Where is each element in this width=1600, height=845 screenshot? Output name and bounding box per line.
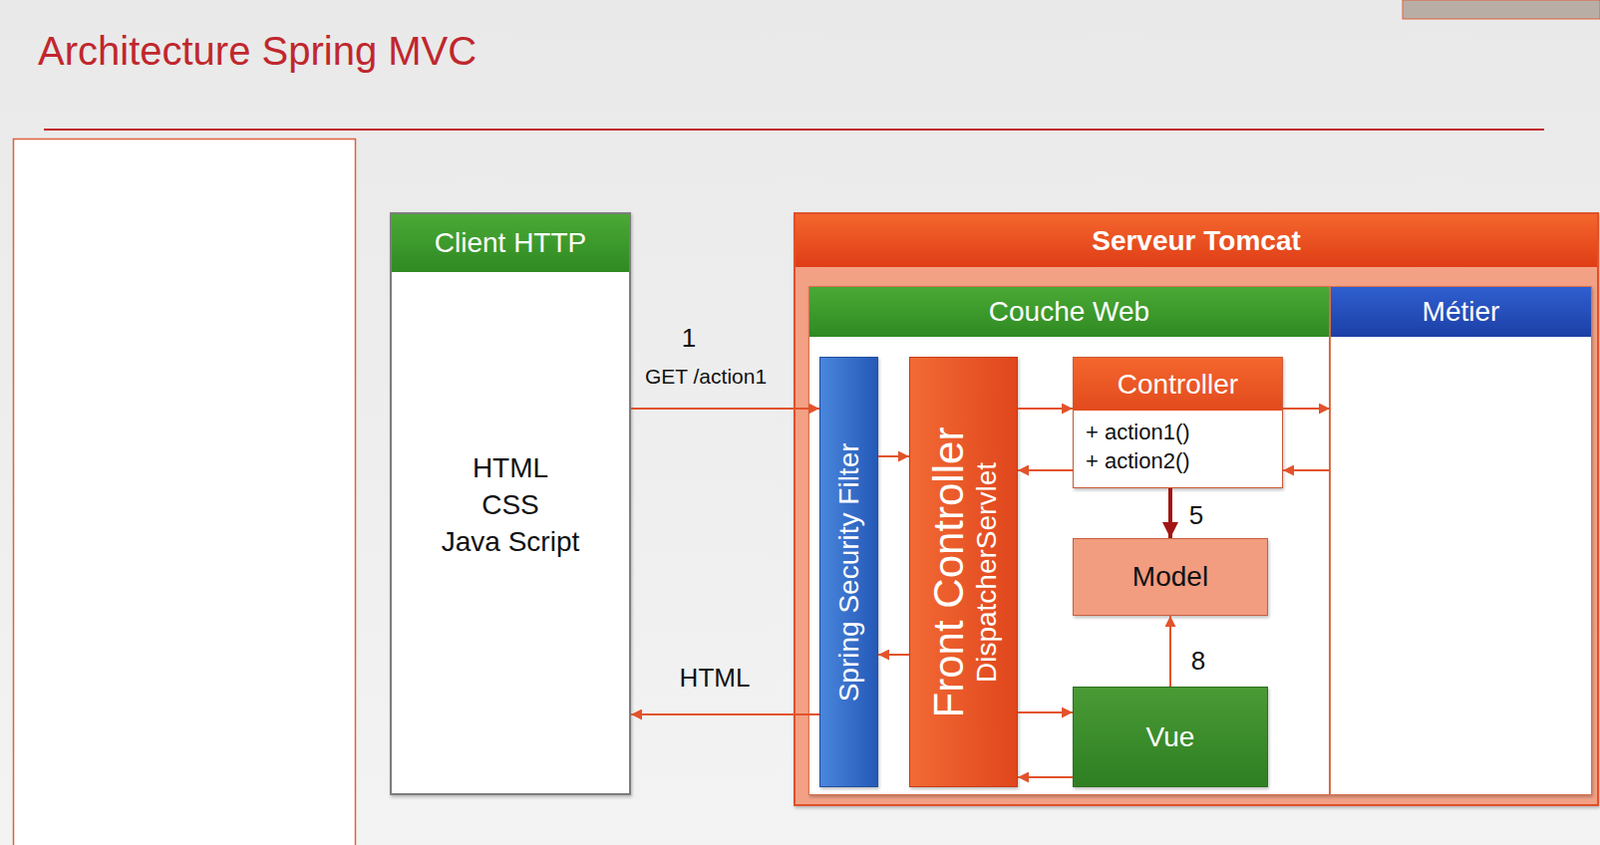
- controller-box: Controller+ action1()+ action2(): [1072, 356, 1283, 489]
- title-rule: [43, 128, 1545, 131]
- flow-arrow: [878, 653, 910, 656]
- empty-panel: [13, 139, 356, 845]
- flow-arrow: [1017, 407, 1073, 410]
- flow-arrow: [1169, 616, 1172, 687]
- front-controller-bar: Front ControllerDispatcherServlet: [909, 356, 1018, 788]
- vertical-sublabel: DispatcherServlet: [970, 362, 1002, 782]
- flow-arrow: [1017, 469, 1073, 472]
- flow-arrow: [1017, 776, 1073, 779]
- tech-item: HTML: [472, 449, 549, 487]
- method-list: + action1()+ action2(): [1073, 410, 1282, 484]
- body-area: HTMLCSSJava Script: [391, 272, 630, 794]
- edge-label: 5: [1189, 500, 1204, 532]
- callout-number: 1: [681, 322, 696, 354]
- header-bar: Serveur Tomcat: [795, 214, 1598, 268]
- header-bar: Métier: [1330, 287, 1592, 337]
- method-item: + action2(): [1085, 447, 1271, 477]
- box-label: Model: [1124, 561, 1217, 594]
- flow-arrow: [1168, 488, 1173, 539]
- header-bar: Client HTTP: [391, 214, 630, 273]
- flow-arrow: [631, 713, 820, 716]
- flow-arrow: [878, 455, 910, 458]
- box-label: Vue: [1138, 721, 1204, 754]
- edge-label: GET /action1: [644, 364, 767, 389]
- tech-item: CSS: [481, 486, 540, 524]
- model-box: Model: [1072, 538, 1269, 617]
- webcam-thumbnail: [1402, 0, 1600, 19]
- header-bar: Couche Web: [809, 287, 1329, 337]
- vertical-label: Front Controller: [925, 362, 971, 782]
- rotated-text: Spring Security Filter: [833, 362, 865, 782]
- rotated-text: Front ControllerDispatcherServlet: [925, 362, 1002, 782]
- tech-item: Java Script: [441, 523, 581, 561]
- flow-arrow: [1017, 711, 1073, 714]
- layer-box: Couche WebSpring Security Filter Front Co…: [808, 286, 1330, 796]
- vertical-label: Spring Security Filter: [833, 362, 865, 782]
- flow-arrow: [1282, 469, 1330, 472]
- layer-box: Métier: [1329, 286, 1593, 796]
- filter-bar: Spring Security Filter: [819, 356, 879, 788]
- header-bar: Controller: [1073, 357, 1282, 411]
- edge-label: 8: [1191, 645, 1206, 677]
- flow-arrow: [1282, 407, 1330, 410]
- slide-title: Architecture Spring MVC: [37, 27, 477, 74]
- method-item: + action1(): [1085, 418, 1271, 448]
- edge-label: HTML: [679, 662, 751, 694]
- client-box: Client HTTPHTMLCSSJava Script: [389, 212, 632, 796]
- flow-arrow: [631, 407, 820, 410]
- view-box: Vue: [1072, 686, 1269, 788]
